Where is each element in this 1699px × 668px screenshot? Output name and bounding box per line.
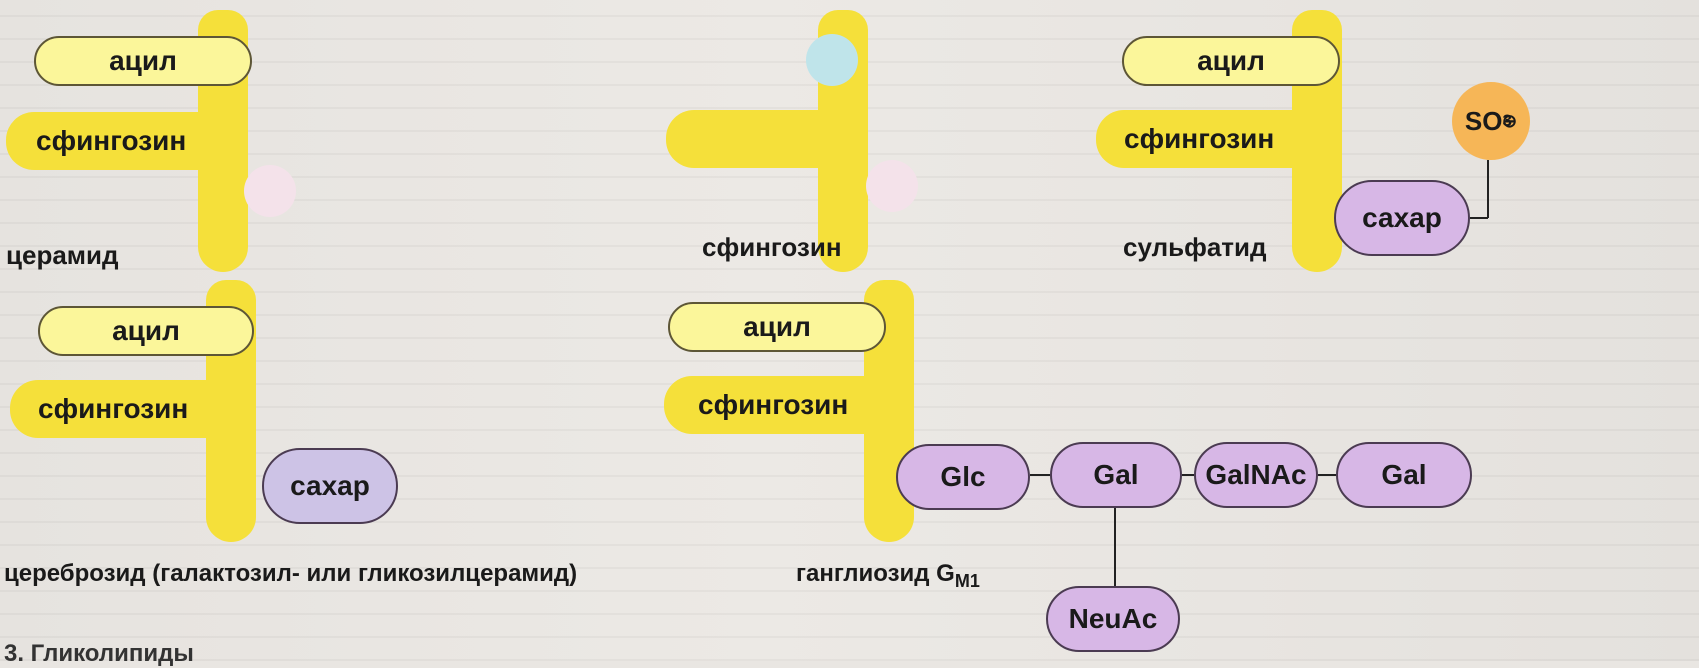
ganglioside-sugar-gal-terminal: Gal bbox=[1336, 442, 1472, 508]
sphingosine-blue-dot bbox=[806, 34, 858, 86]
cerebroside-acyl: ацил bbox=[38, 306, 254, 356]
sphingosine-pink-dot bbox=[866, 160, 918, 212]
ganglioside-caption: ганглиозид GM1 bbox=[796, 560, 980, 592]
cerebroside-caption: цереброзид (галактозил- или гликозилцера… bbox=[4, 560, 578, 587]
sulfatide-sphingosine-label: сфингозин bbox=[1124, 123, 1275, 154]
cerebroside-sphingosine-bar bbox=[10, 380, 256, 438]
cerebroside-sugar: сахар bbox=[262, 448, 398, 524]
ganglioside-sugar-galnac: GalNAc bbox=[1194, 442, 1318, 508]
sphingosine-bar bbox=[666, 110, 868, 168]
so3-subscript: 3 bbox=[1502, 111, 1512, 130]
ganglioside-acyl: ацил bbox=[668, 302, 886, 352]
ganglioside-sugar-gal: Gal bbox=[1050, 442, 1182, 508]
ganglioside-caption-text: ганглиозид G bbox=[796, 560, 955, 587]
ceramide-sphingosine-label: сфингозин bbox=[36, 125, 187, 156]
sphingosine-caption: сфингозин bbox=[702, 232, 842, 262]
ceramide-caption: церамид bbox=[6, 240, 119, 270]
ceramide-sphingosine-bar bbox=[6, 112, 248, 170]
ganglioside-sugar-neuac: NeuAc bbox=[1046, 586, 1180, 652]
sulfatide-caption: сульфатид bbox=[1123, 232, 1267, 262]
sulfatide-sphingosine-bar bbox=[1096, 110, 1342, 168]
so3-charge: ⊖ bbox=[1501, 110, 1518, 131]
ganglioside-sphingosine-label: сфингозин bbox=[698, 389, 849, 420]
figure-caption: 3. Гликолипиды bbox=[4, 640, 194, 667]
sulfatide-sugar: сахар bbox=[1334, 180, 1470, 256]
sulfatide-acyl: ацил bbox=[1122, 36, 1340, 86]
so3-text: SO bbox=[1464, 105, 1503, 136]
ceramide-head-dot bbox=[244, 165, 296, 217]
ganglioside-sphingosine-bar bbox=[664, 376, 914, 434]
ganglioside-caption-subscript: M1 bbox=[954, 571, 980, 591]
ceramide-acyl: ацил bbox=[34, 36, 252, 86]
ganglioside-sugar-glc: Glc bbox=[896, 444, 1030, 510]
cerebroside-sphingosine-label: сфингозин bbox=[38, 393, 189, 424]
